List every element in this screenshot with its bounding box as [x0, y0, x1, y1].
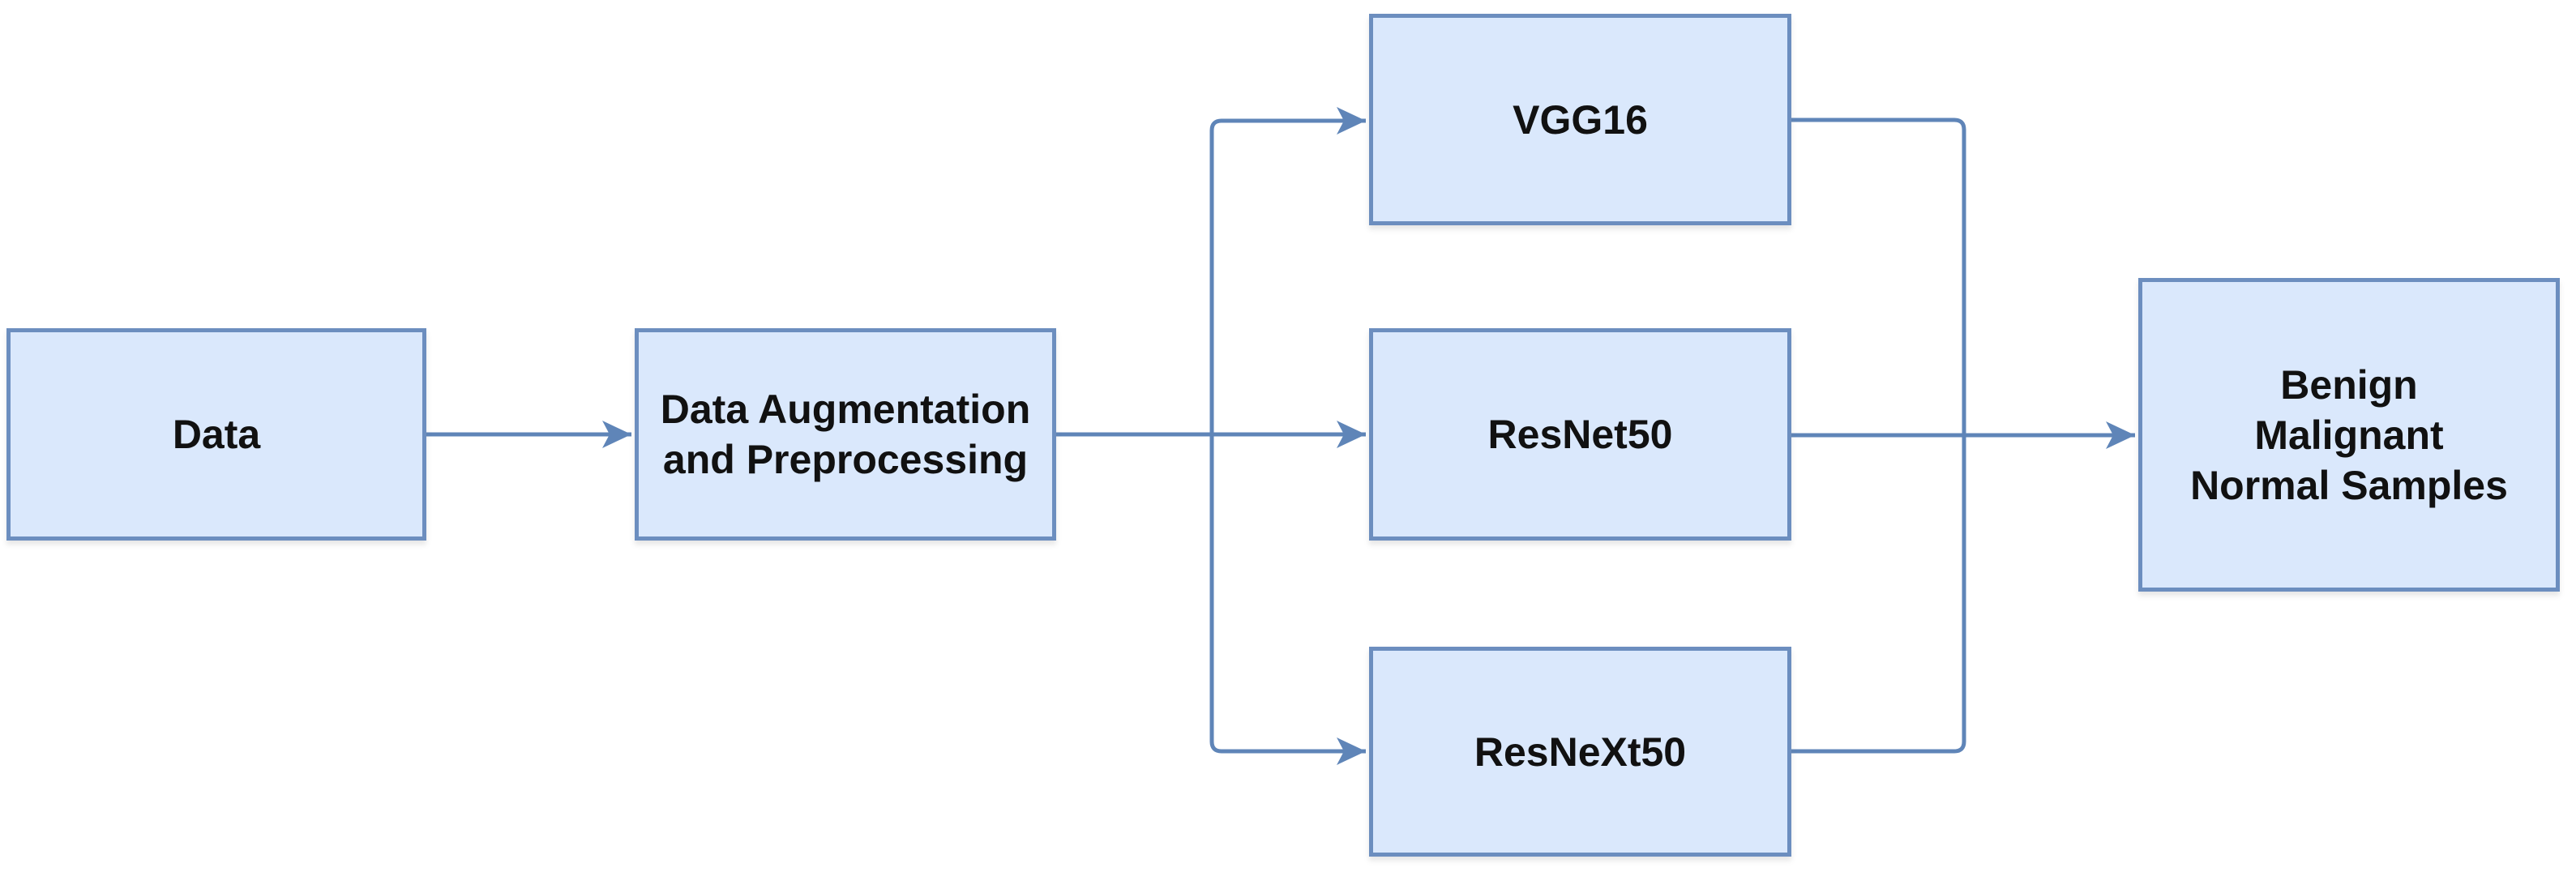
node-resnet50-label: ResNet50 [1487, 412, 1673, 457]
node-output-label-line3: Normal Samples [2190, 462, 2508, 508]
node-resnext50-label: ResNeXt50 [1474, 729, 1687, 775]
edge-branch-to-vgg16 [1209, 107, 1366, 436]
node-resnext50: ResNeXt50 [1369, 647, 1791, 857]
node-vgg16: VGG16 [1369, 14, 1791, 225]
node-vgg16-label: VGG16 [1513, 96, 1648, 143]
edge-vgg16-to-merge [1791, 118, 1966, 435]
node-resnet50: ResNet50 [1369, 328, 1791, 541]
node-data-label: Data [172, 412, 261, 457]
node-data-augmentation-preprocessing: Data Augmentation and Preprocessing [635, 328, 1056, 541]
node-output-label-line1: Benign [2280, 361, 2418, 408]
node-preprocess-label-line2: and Preprocessing [662, 437, 1029, 482]
edge-branch-to-resnext50 [1209, 433, 1366, 765]
node-output-classes: Benign Malignant Normal Samples [2138, 278, 2560, 592]
node-data: Data [6, 328, 426, 541]
node-preprocess-label-line1: Data Augmentation [660, 387, 1031, 432]
node-output-label-line2: Malignant [2254, 412, 2444, 458]
edge-resnext50-to-merge [1791, 435, 1966, 754]
